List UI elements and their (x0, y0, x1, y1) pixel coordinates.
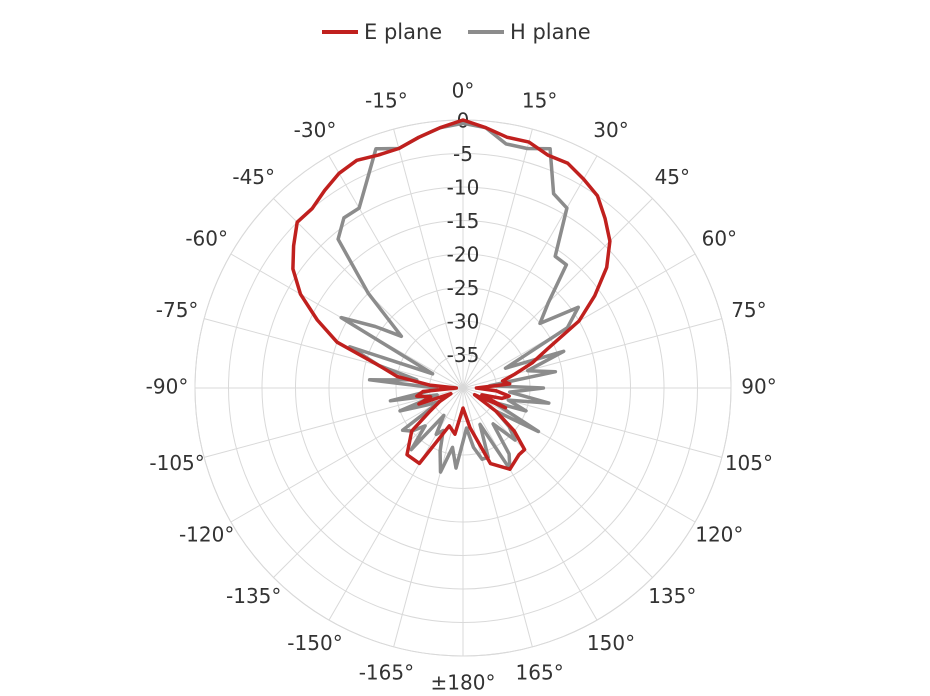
grid-spoke (462, 129, 533, 389)
grid-spoke (204, 387, 464, 458)
grid-spoke (462, 155, 598, 389)
grid-spoke (462, 387, 696, 523)
angle-tick-label: 15° (522, 89, 557, 113)
angle-tick-label: -60° (185, 227, 228, 251)
angle-tick-label: 45° (655, 165, 690, 189)
angle-tick-label: -165° (359, 660, 414, 684)
legend-label-h-plane: H plane (510, 20, 591, 44)
angle-tick-label: 30° (593, 118, 628, 142)
angle-tick-label: -120° (179, 523, 234, 547)
angle-tick-label: 120° (695, 523, 743, 547)
grid-spoke (230, 387, 464, 523)
grid-spoke (328, 155, 464, 389)
angle-tick-label: 165° (516, 660, 564, 684)
grid-spoke (204, 318, 464, 389)
angle-tick-label: 150° (587, 631, 635, 655)
legend: E plane H plane (322, 20, 591, 44)
angle-tick-label: -15° (365, 89, 408, 113)
angle-tick-label: -75° (156, 298, 199, 322)
radial-tick-label: -25 (447, 276, 480, 300)
radial-tick-label: -15 (447, 209, 480, 233)
angle-tick-label: 75° (731, 298, 766, 322)
angle-tick-label: -105° (149, 451, 204, 475)
grid-spoke (462, 387, 598, 621)
angle-tick-label: 105° (725, 451, 773, 475)
radial-tick-label: -5 (453, 142, 473, 166)
angle-tick-label: ±180° (431, 671, 496, 695)
grid-spoke (462, 198, 653, 389)
grid-spoke (462, 387, 722, 458)
grid-spoke (462, 387, 653, 578)
angle-tick-label: -150° (287, 631, 342, 655)
angle-tick-label: -90° (146, 375, 189, 399)
series-line-e-plane (291, 118, 612, 471)
legend-label-e-plane: E plane (364, 20, 442, 44)
grid-spoke (393, 129, 464, 389)
radial-tick-label: -35 (447, 343, 480, 367)
ring-labels: 0-5-10-15-20-25-30-35 (447, 109, 480, 368)
series-layer (291, 118, 612, 474)
radial-tick-label: -10 (447, 176, 480, 200)
angle-tick-label: -135° (226, 584, 281, 608)
polar-grid (194, 119, 732, 657)
grid-spoke (273, 387, 464, 578)
angle-tick-label: 90° (741, 375, 776, 399)
grid-spoke (462, 318, 722, 389)
grid-spoke (328, 387, 464, 621)
angle-tick-label: -45° (232, 165, 275, 189)
angle-tick-label: 0° (452, 79, 475, 103)
grid-spoke (393, 387, 464, 647)
angle-tick-label: 60° (702, 227, 737, 251)
angle-labels: 0° 15° 30° 45° 60° 75° 90° 105° 120° 135° 150° 165°… (146, 79, 777, 695)
radial-tick-label: -30 (447, 310, 480, 334)
radial-tick-label: -20 (447, 243, 480, 267)
grid-spoke (462, 387, 533, 647)
angle-tick-label: -30° (294, 118, 337, 142)
angle-tick-label: 135° (648, 584, 696, 608)
